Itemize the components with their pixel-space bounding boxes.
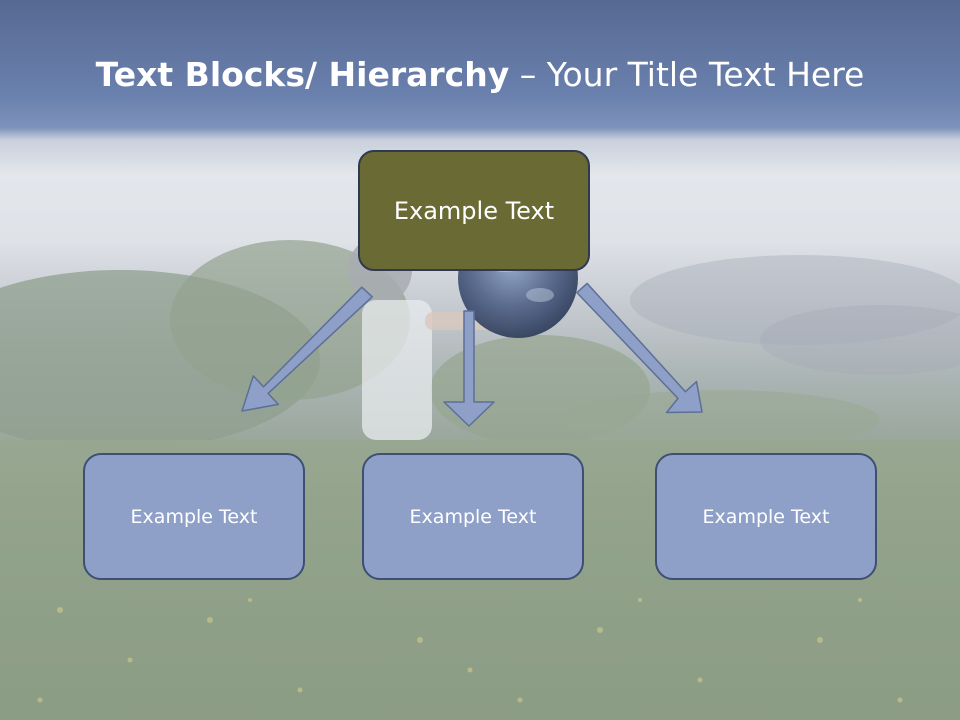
top-level-box[interactable]: Example Text	[358, 150, 590, 271]
slide-title: Text Blocks/ Hierarchy – Your Title Text…	[0, 52, 960, 98]
title-normal-part: Your Title Text Here	[546, 55, 865, 94]
arrow-right	[576, 282, 703, 414]
child-box-center[interactable]: Example Text	[362, 453, 584, 580]
title-separator: –	[509, 55, 547, 94]
child-box-center-label: Example Text	[409, 505, 537, 528]
child-box-right-label: Example Text	[702, 505, 830, 528]
arrow-center	[443, 310, 495, 427]
child-box-right[interactable]: Example Text	[655, 453, 877, 580]
child-box-left[interactable]: Example Text	[83, 453, 305, 580]
arrow-left	[241, 286, 373, 412]
top-level-box-label: Example Text	[393, 196, 555, 225]
title-bold-part: Text Blocks/ Hierarchy	[95, 55, 510, 94]
child-box-left-label: Example Text	[130, 505, 258, 528]
